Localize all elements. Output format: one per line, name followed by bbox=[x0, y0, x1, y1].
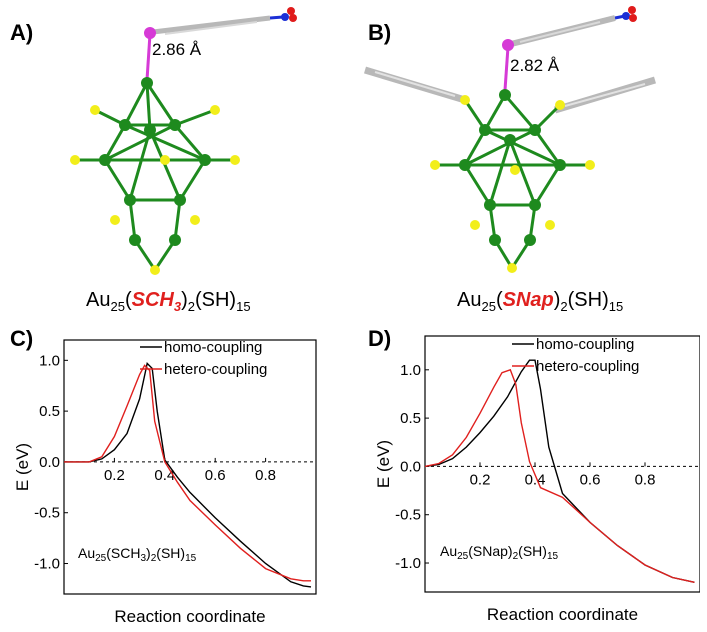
plot-frame bbox=[63, 339, 317, 595]
y-tick-label: 1.0 bbox=[39, 352, 60, 369]
y-axis-label: E (eV) bbox=[374, 440, 393, 488]
x-axis-label: Reaction coordinate bbox=[114, 607, 265, 626]
legend-label: hetero-coupling bbox=[164, 361, 267, 378]
y-tick-label: 0.5 bbox=[400, 410, 421, 427]
formula-b: Au25(SNap)2(SH)15 bbox=[457, 289, 624, 314]
y-tick-label: -0.5 bbox=[34, 505, 60, 522]
x-tick-label: 0.8 bbox=[255, 467, 276, 484]
legend-label: homo-coupling bbox=[536, 336, 634, 353]
x-tick-label: 0.2 bbox=[104, 467, 125, 484]
y-tick-label: 1.0 bbox=[400, 362, 421, 379]
ligand-chain-a bbox=[144, 7, 297, 81]
sulfur-atoms-a bbox=[70, 105, 240, 275]
y-tick-label: -1.0 bbox=[395, 555, 421, 572]
formula-a: Au25(SCH3)2(SH)15 bbox=[86, 289, 251, 314]
gold-atoms-b bbox=[459, 89, 566, 246]
y-tick-label: -0.5 bbox=[395, 507, 421, 524]
bond-distance-b: 2.82 Å bbox=[510, 56, 560, 75]
gold-cluster-a bbox=[75, 82, 235, 271]
gold-cluster-b bbox=[435, 94, 590, 269]
ligand-chains-b bbox=[363, 6, 657, 114]
series-line-hetero-coupling bbox=[424, 368, 695, 583]
panel-label-a: A) bbox=[10, 20, 34, 45]
bond-distance-a: 2.86 Å bbox=[152, 40, 202, 59]
x-tick-label: 0.6 bbox=[205, 467, 226, 484]
chart-annotation: Au25(SCH3)2(SH)15 bbox=[78, 545, 197, 564]
x-tick-label: 0.2 bbox=[470, 471, 491, 488]
sulfur-atoms-b bbox=[430, 95, 595, 273]
y-tick-label: 0.5 bbox=[39, 403, 60, 420]
plot-frame bbox=[424, 335, 700, 593]
y-tick-label: 0.0 bbox=[400, 458, 421, 475]
molecule-structure-a bbox=[70, 7, 297, 275]
panel-label-b: B) bbox=[368, 20, 392, 45]
x-axis-label: Reaction coordinate bbox=[487, 605, 638, 624]
legend-label: hetero-coupling bbox=[536, 358, 639, 375]
panel-label-c: C) bbox=[10, 326, 34, 351]
panel-label-d: D) bbox=[368, 326, 392, 351]
y-tick-label: 0.0 bbox=[39, 454, 60, 471]
gold-atoms-a bbox=[99, 77, 211, 246]
x-tick-label: 0.4 bbox=[525, 471, 546, 488]
series-line-hetero-coupling bbox=[64, 364, 311, 582]
legend-label: homo-coupling bbox=[164, 339, 262, 356]
x-tick-label: 0.6 bbox=[580, 471, 601, 488]
x-tick-label: 0.8 bbox=[635, 471, 656, 488]
series-line-homo-coupling bbox=[64, 361, 312, 588]
y-axis-label: E (eV) bbox=[13, 443, 32, 491]
y-tick-label: -1.0 bbox=[34, 556, 60, 573]
molecule-structure-b bbox=[363, 6, 657, 273]
chart-annotation: Au25(SNap)2(SH)15 bbox=[440, 543, 559, 562]
